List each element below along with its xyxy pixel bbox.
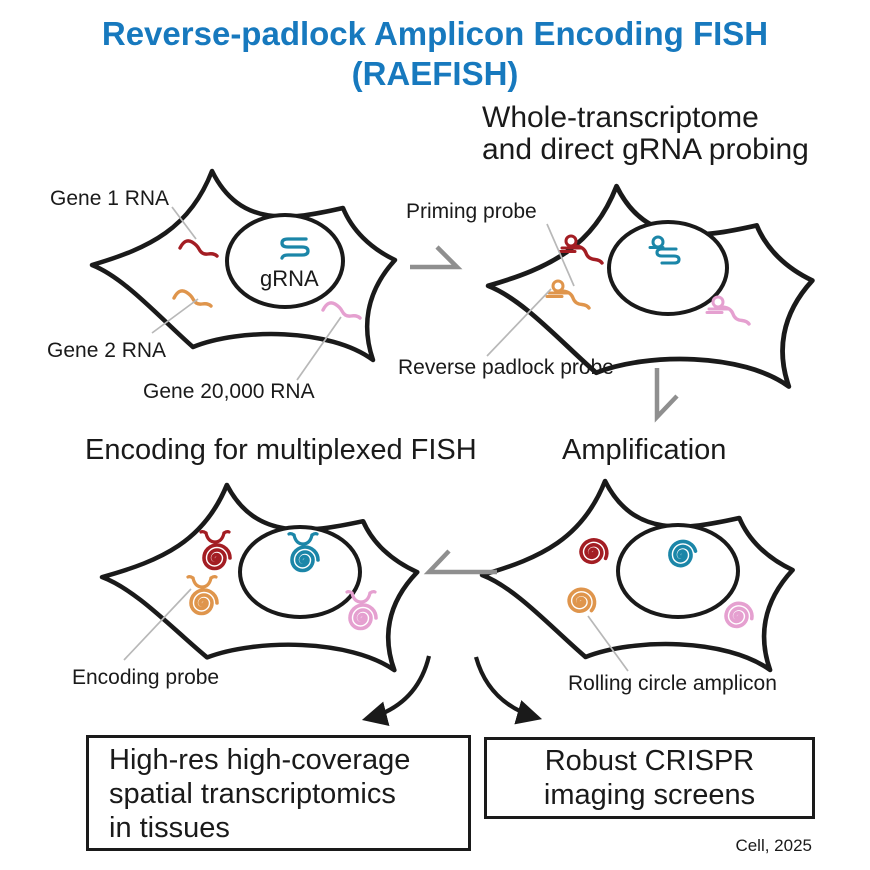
leader-line-rolling-circle: [587, 615, 629, 672]
rolling-circle-amplicon-label: Rolling circle amplicon: [568, 672, 777, 695]
leader-line-encoding-probe: [123, 588, 192, 661]
left-box-line2: spatial transcriptomics: [109, 778, 396, 810]
journal-credit: Cell, 2025: [735, 836, 812, 855]
arrow-probing-step-icon: [410, 245, 463, 270]
leader-line-gene1: [171, 206, 197, 240]
arrow-amplification-step-icon: [654, 368, 679, 423]
priming-probe-label: Priming probe: [406, 200, 537, 223]
leader-line-priming-probe: [546, 223, 575, 287]
left-box-line1: High-res high-coverage: [109, 744, 411, 776]
amplification-heading: Amplification: [562, 434, 727, 466]
right-box-line1: Robust CRISPR: [544, 745, 755, 777]
encoding-heading: Encoding for multiplexed FISH: [85, 434, 477, 466]
cell-2-nucleus: [607, 220, 729, 316]
gene20000-rna-label: Gene 20,000 RNA: [143, 380, 315, 403]
probing-heading-line1: Whole-transcriptome: [482, 101, 759, 134]
cell-1-nucleus: [225, 213, 345, 309]
leader-line-gene2: [151, 298, 199, 334]
arrow-to-spatial-transcriptomics-icon: [361, 655, 432, 727]
figure-title-line2: (RAEFISH): [351, 55, 519, 92]
probing-heading-line2: and direct gRNA probing: [482, 133, 809, 166]
spatial-transcriptomics-outcome-box: High-res high-coverage spatial transcrip…: [86, 735, 471, 851]
figure-title-line1: Reverse-padlock Amplicon Encoding FISH: [101, 15, 769, 52]
grna-padlock-probe-icon: [648, 235, 681, 265]
reverse-padlock-probe-label: Reverse padlock probe: [398, 356, 614, 379]
left-box-line3: in tissues: [109, 812, 230, 844]
encoding-probe-label: Encoding probe: [72, 666, 220, 689]
probing-heading: Whole-transcriptome and direct gRNA prob…: [482, 102, 809, 166]
grna-icon: [280, 237, 310, 260]
crispr-imaging-outcome-box: Robust CRISPR imaging screens: [484, 737, 815, 819]
right-box-line2: imaging screens: [543, 779, 756, 811]
gene2-rna-label: Gene 2 RNA: [47, 339, 167, 362]
grna-label: gRNA: [260, 266, 319, 291]
leader-line-gene20000: [296, 316, 342, 381]
arrow-encoding-step-icon: [423, 549, 497, 575]
gene1-rna-label: Gene 1 RNA: [50, 187, 170, 210]
figure-title: Reverse-padlock Amplicon Encoding FISH (…: [0, 14, 870, 94]
cell-4-nucleus: [616, 523, 740, 619]
leader-line-reverse-padlock: [486, 288, 552, 357]
arrow-to-crispr-screens-icon: [473, 656, 543, 725]
